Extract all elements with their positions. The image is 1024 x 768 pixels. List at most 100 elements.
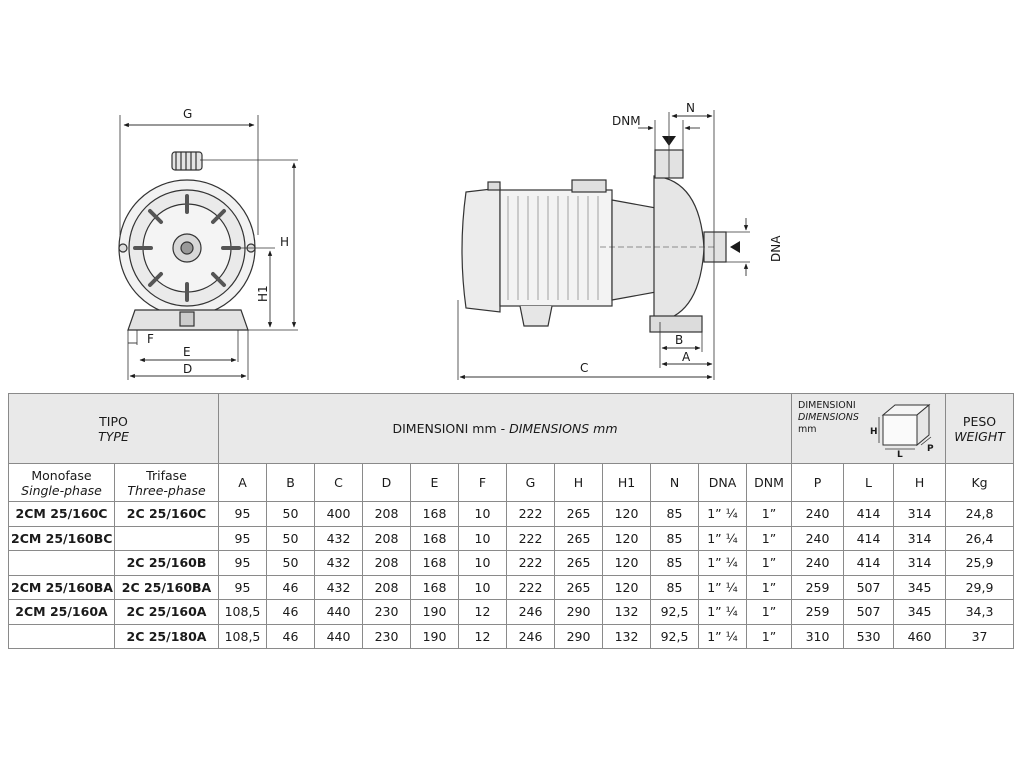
table-cell: 85 bbox=[650, 525, 699, 551]
table-cell: 85 bbox=[650, 550, 699, 576]
table-cell: 345 bbox=[892, 574, 947, 600]
table-cell bbox=[114, 525, 219, 551]
table-cell: 1” ¼ bbox=[698, 525, 747, 551]
table-cell: 2C 25/160BA bbox=[114, 574, 219, 600]
table-cell: 530 bbox=[843, 623, 894, 649]
table-cell: 29,9 bbox=[945, 574, 1015, 600]
table-cell: 2C 25/160B bbox=[114, 550, 219, 576]
table-cell: 314 bbox=[892, 525, 947, 551]
column-header: D bbox=[362, 463, 411, 502]
table-cell: 2CM 25/160BA bbox=[8, 574, 115, 600]
pack-dimensioni-label: DIMENSIONI bbox=[798, 400, 856, 411]
table-cell: 310 bbox=[791, 623, 844, 649]
label-a: A bbox=[682, 350, 691, 364]
table-cell: 168 bbox=[410, 501, 459, 527]
table-cell: 12 bbox=[458, 623, 507, 649]
column-header: N bbox=[650, 463, 699, 502]
table-cell: 208 bbox=[362, 550, 411, 576]
box-icon-p: P bbox=[927, 444, 934, 454]
table-cell: 240 bbox=[791, 550, 844, 576]
column-header: P bbox=[791, 463, 844, 502]
label-e: E bbox=[183, 345, 191, 359]
table-cell: 265 bbox=[554, 501, 603, 527]
table-cell: 1” bbox=[746, 501, 792, 527]
table-cell: 1” ¼ bbox=[698, 574, 747, 600]
pack-dimensions-label: DIMENSIONS bbox=[798, 412, 859, 423]
three-phase-label: Three-phase bbox=[127, 482, 206, 498]
header-peso: PESO WEIGHT bbox=[945, 393, 1015, 464]
table-cell: 168 bbox=[410, 550, 459, 576]
header-dimensions-label: DIMENSIONS mm bbox=[509, 421, 618, 436]
column-header: B bbox=[266, 463, 315, 502]
table-cell: 259 bbox=[791, 574, 844, 600]
table-cell bbox=[8, 550, 115, 576]
label-h: H bbox=[280, 235, 289, 249]
table-cell: 1” bbox=[746, 599, 792, 625]
label-f: F bbox=[147, 332, 154, 346]
table-cell: 290 bbox=[554, 599, 603, 625]
table-cell: 24,8 bbox=[945, 501, 1015, 527]
table-cell: 259 bbox=[791, 599, 844, 625]
header-peso-label: PESO bbox=[962, 413, 997, 429]
column-header: L bbox=[843, 463, 894, 502]
column-header: Kg bbox=[945, 463, 1015, 502]
table-cell: 222 bbox=[506, 550, 555, 576]
table-cell: 290 bbox=[554, 623, 603, 649]
table-cell: 85 bbox=[650, 501, 699, 527]
table-cell: 1” ¼ bbox=[698, 599, 747, 625]
header-dimensions: DIMENSIONI mm - DIMENSIONS mm bbox=[218, 393, 792, 464]
table-cell bbox=[8, 623, 115, 649]
table-cell: 507 bbox=[843, 574, 894, 600]
table-cell: 95 bbox=[218, 574, 267, 600]
monofase-label: Monofase bbox=[31, 467, 92, 483]
table-cell: 2CM 25/160C bbox=[8, 501, 115, 527]
header-tipo-label: TIPO bbox=[99, 413, 128, 429]
table-cell: 92,5 bbox=[650, 623, 699, 649]
table-cell: 2C 25/180A bbox=[114, 623, 219, 649]
table-cell: 2C 25/160C bbox=[114, 501, 219, 527]
table-cell: 345 bbox=[892, 599, 947, 625]
table-cell: 246 bbox=[506, 599, 555, 625]
table-cell: 190 bbox=[410, 623, 459, 649]
header-trifase: Trifase Three-phase bbox=[114, 463, 219, 502]
table-cell: 208 bbox=[362, 525, 411, 551]
table-cell: 37 bbox=[945, 623, 1015, 649]
column-header: F bbox=[458, 463, 507, 502]
dimensions-table: TIPO TYPE DIMENSIONI mm - DIMENSIONS mm … bbox=[8, 393, 1015, 649]
box-icon-l: L bbox=[897, 450, 903, 457]
table-cell: 95 bbox=[218, 501, 267, 527]
table-cell: 50 bbox=[266, 501, 315, 527]
table-cell: 414 bbox=[843, 550, 894, 576]
table-cell: 314 bbox=[892, 501, 947, 527]
table-cell: 230 bbox=[362, 623, 411, 649]
table-cell: 265 bbox=[554, 525, 603, 551]
header-dimensioni-label: DIMENSIONI mm - bbox=[392, 421, 510, 436]
table-cell: 265 bbox=[554, 574, 603, 600]
table-cell: 34,3 bbox=[945, 599, 1015, 625]
table-cell: 108,5 bbox=[218, 623, 267, 649]
table-cell: 1” ¼ bbox=[698, 623, 747, 649]
table-cell: 46 bbox=[266, 623, 315, 649]
table-cell: 507 bbox=[843, 599, 894, 625]
side-view bbox=[457, 110, 750, 380]
single-phase-label: Single-phase bbox=[21, 482, 102, 498]
table-cell: 92,5 bbox=[650, 599, 699, 625]
table-cell: 240 bbox=[791, 525, 844, 551]
table-cell: 190 bbox=[410, 599, 459, 625]
table-cell: 440 bbox=[314, 599, 363, 625]
label-h1: H1 bbox=[256, 285, 270, 302]
table-cell: 168 bbox=[410, 525, 459, 551]
table-cell: 414 bbox=[843, 501, 894, 527]
table-cell: 2CM 25/160A bbox=[8, 599, 115, 625]
table-cell: 95 bbox=[218, 550, 267, 576]
table-cell: 132 bbox=[602, 599, 651, 625]
table-cell: 2C 25/160A bbox=[114, 599, 219, 625]
header-weight-label: WEIGHT bbox=[954, 428, 1005, 444]
table-cell: 1” bbox=[746, 550, 792, 576]
table-cell: 12 bbox=[458, 599, 507, 625]
trifase-label: Trifase bbox=[146, 467, 187, 483]
column-header: H1 bbox=[602, 463, 651, 502]
